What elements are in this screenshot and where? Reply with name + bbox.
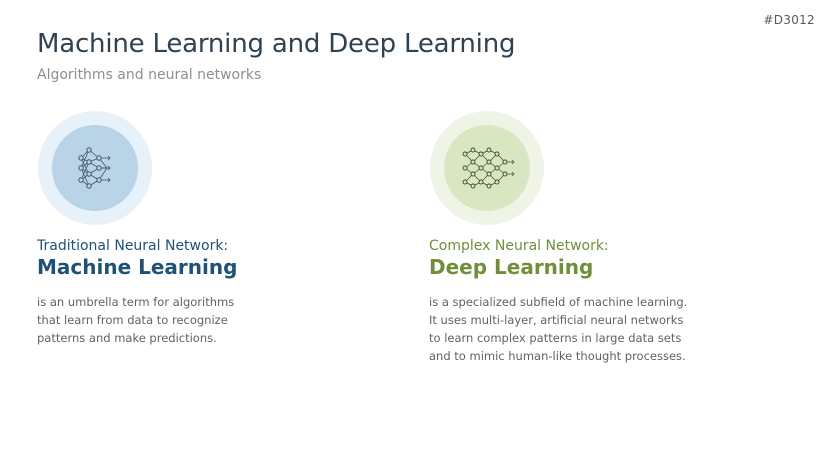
dl-description: is a specialized subfield of machine lea… — [429, 295, 688, 363]
ml-description: is an umbrella term for algorithms that … — [37, 295, 235, 345]
dl-kicker: Complex Neural Network: — [429, 238, 609, 254]
machine-learning-column: Traditional Neural Network: Machine Lear… — [37, 110, 367, 347]
page-subtitle: Algorithms and neural networks — [37, 67, 262, 83]
slide-id: #D3012 — [763, 13, 815, 27]
dl-heading: Deep Learning — [429, 255, 594, 279]
ml-heading: Machine Learning — [37, 255, 238, 279]
neural-network-icon — [37, 110, 153, 226]
deep-learning-column: Complex Neural Network: Deep Learning is… — [429, 110, 759, 365]
deep-neural-network-icon — [429, 110, 545, 226]
page-title: Machine Learning and Deep Learning — [37, 29, 516, 59]
ml-kicker: Traditional Neural Network: — [37, 238, 229, 254]
